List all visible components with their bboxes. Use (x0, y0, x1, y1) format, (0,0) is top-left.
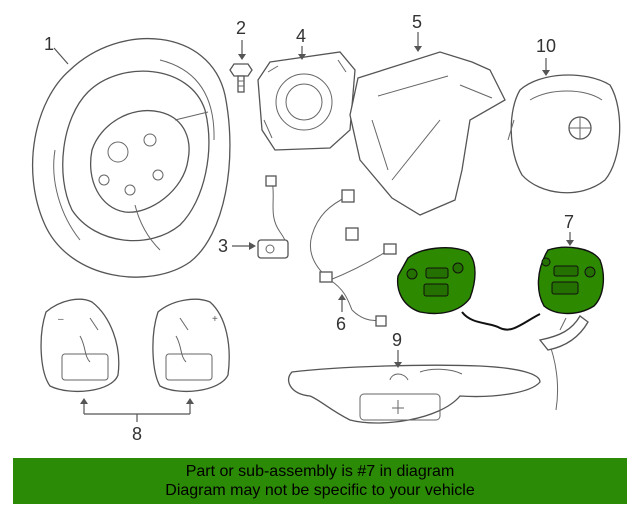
wire-harness-3-part[interactable] (257, 175, 289, 259)
airbag-module-part[interactable] (507, 74, 621, 194)
callout-8: 8 (132, 424, 142, 444)
callout-10: 10 (536, 36, 556, 56)
trim-cover-part[interactable] (349, 51, 506, 216)
lower-trim-part[interactable] (287, 315, 589, 424)
steering-wheel-part[interactable] (31, 37, 231, 278)
svg-text:–: – (58, 314, 64, 325)
callout-7: 7 (564, 212, 574, 232)
clock-spring-part[interactable] (257, 51, 356, 151)
callout-5: 5 (412, 12, 422, 32)
callout-4: 4 (296, 26, 306, 46)
bolt-part[interactable] (229, 63, 253, 93)
arrowhead-6 (338, 294, 346, 300)
info-banner: Part or sub-assembly is #7 in diagram Di… (13, 458, 627, 504)
arrowhead-9 (394, 362, 402, 368)
arrowhead-10 (542, 70, 550, 76)
paddle-switch-part[interactable]: – + (40, 298, 230, 392)
leader-1 (53, 47, 69, 65)
arrowhead-3 (249, 242, 256, 250)
callout-1: 1 (44, 34, 54, 54)
arrowhead-2 (238, 54, 246, 60)
arrowhead-7 (566, 240, 574, 246)
callout-2: 2 (236, 18, 246, 38)
banner-line-2: Diagram may not be specific to your vehi… (165, 482, 475, 499)
svg-text:+: + (212, 314, 218, 325)
parts-diagram: 1 2 4 5 10 3 (31, 12, 621, 444)
wire-harness-6-part[interactable] (310, 189, 397, 327)
callout-6: 6 (336, 314, 346, 334)
arrowhead-8b (186, 398, 194, 404)
arrowhead-4 (298, 54, 306, 60)
arrowhead-5 (414, 46, 422, 52)
multifunction-switch-part[interactable] (396, 246, 605, 331)
arrowhead-8a (80, 398, 88, 404)
callout-9: 9 (392, 330, 402, 350)
banner-line-1: Part or sub-assembly is #7 in diagram (185, 463, 455, 480)
callout-3: 3 (218, 236, 228, 256)
